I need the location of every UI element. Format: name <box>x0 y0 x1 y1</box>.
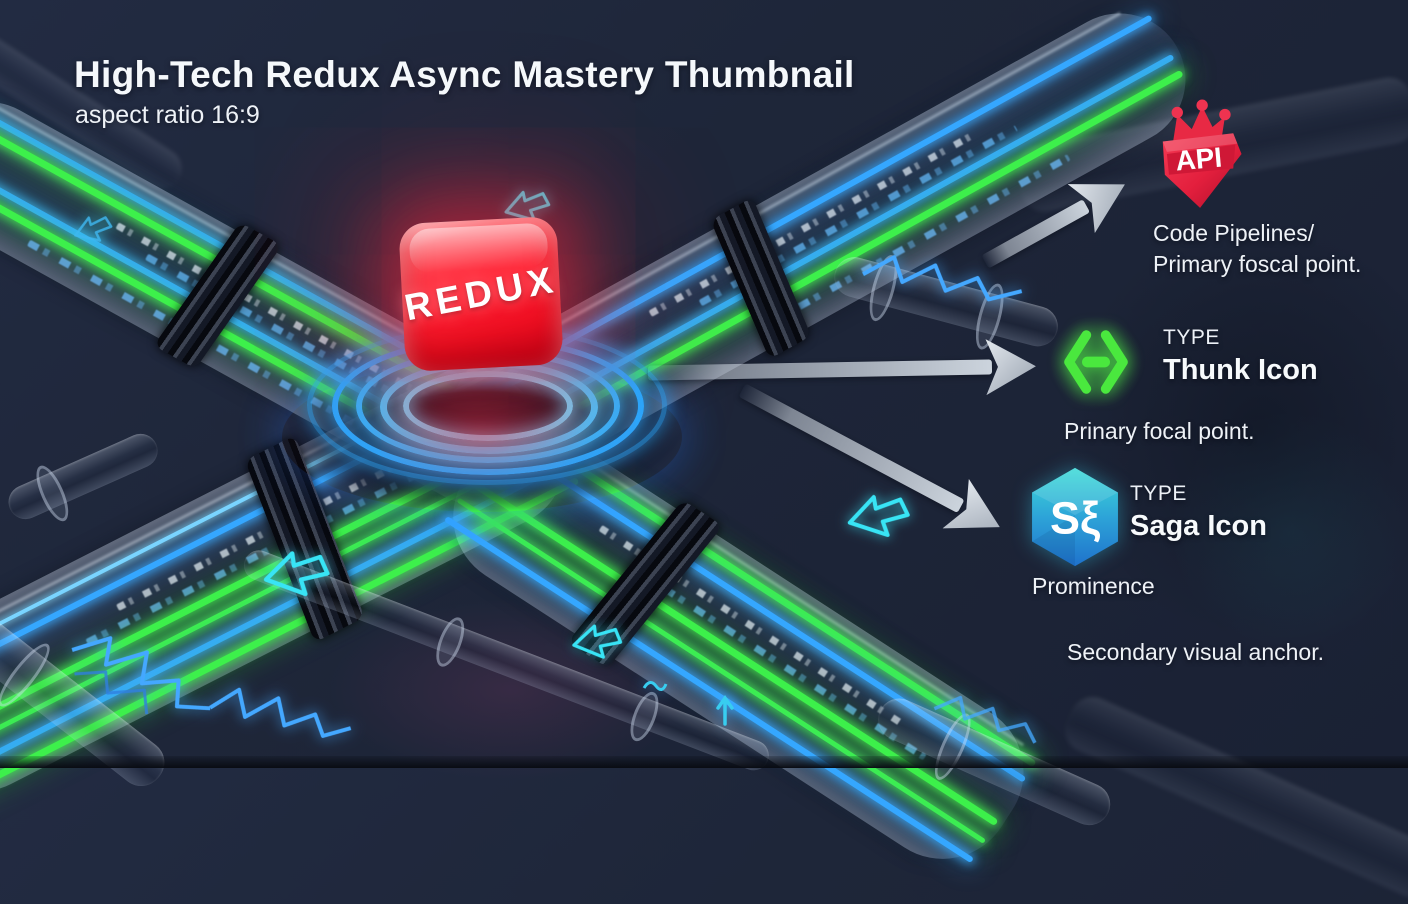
thunk-caption: Prinary focal point. <box>1064 418 1255 444</box>
callout-arrow-thunk <box>647 338 1037 401</box>
crown-shape <box>1171 99 1231 144</box>
saga-eyebrow: TYPE <box>1130 482 1187 505</box>
neon-green-line <box>468 478 998 827</box>
api-caption-line2: Primary foscal point. <box>1153 251 1362 277</box>
api-caption: Code Pipelines/ Primary foscal point. <box>1153 218 1361 280</box>
up-arrow-mark-icon <box>714 694 736 733</box>
pipe-bottom-right-corner <box>1058 690 1408 904</box>
redux-cube: REDUX <box>398 215 564 373</box>
page-subtitle: aspect ratio 16:9 <box>75 101 260 129</box>
thunk-icon <box>1032 298 1160 426</box>
lightning-icon <box>48 599 241 776</box>
saga-footnote: Secondary visual anchor. <box>1067 639 1324 665</box>
floor-shadow-band <box>0 756 1408 768</box>
thunk-eyebrow: TYPE <box>1163 326 1220 349</box>
arrow-head <box>985 338 1036 395</box>
lightning-icon <box>923 679 1053 771</box>
redux-cube-label: REDUX <box>401 258 561 329</box>
saga-icon: Sξ <box>1030 464 1120 575</box>
saga-caption: Prominence <box>1032 573 1155 599</box>
api-icon: API <box>1150 98 1246 217</box>
arrow-shaft <box>647 359 993 381</box>
api-caption-line1: Code Pipelines/ <box>1153 220 1315 246</box>
saga-icon-glyph: Sξ <box>1050 492 1101 543</box>
saga-title: Saga Icon <box>1130 510 1267 542</box>
lightning-icon <box>199 668 362 776</box>
tick-mark-icon <box>642 676 668 699</box>
tube-mid-left <box>3 428 164 525</box>
wireframe-arrow-icon <box>838 486 915 544</box>
arrow-head <box>943 479 1013 552</box>
wireframe-arrow-icon <box>67 209 118 250</box>
page-title: High-Tech Redux Async Mastery Thumbnail <box>74 54 855 95</box>
tube-ring <box>30 461 75 525</box>
arrow-shaft <box>738 383 965 514</box>
thunk-title: Thunk Icon <box>1163 354 1318 386</box>
wireframe-arrow-icon <box>566 619 626 663</box>
lightning-icon <box>853 238 1033 338</box>
tube-ring <box>430 613 470 671</box>
api-badge-label: API <box>1174 142 1223 177</box>
glow-ring-inner <box>403 371 573 441</box>
wireframe-arrow-icon <box>255 543 335 603</box>
cube-under-glow <box>332 370 632 500</box>
